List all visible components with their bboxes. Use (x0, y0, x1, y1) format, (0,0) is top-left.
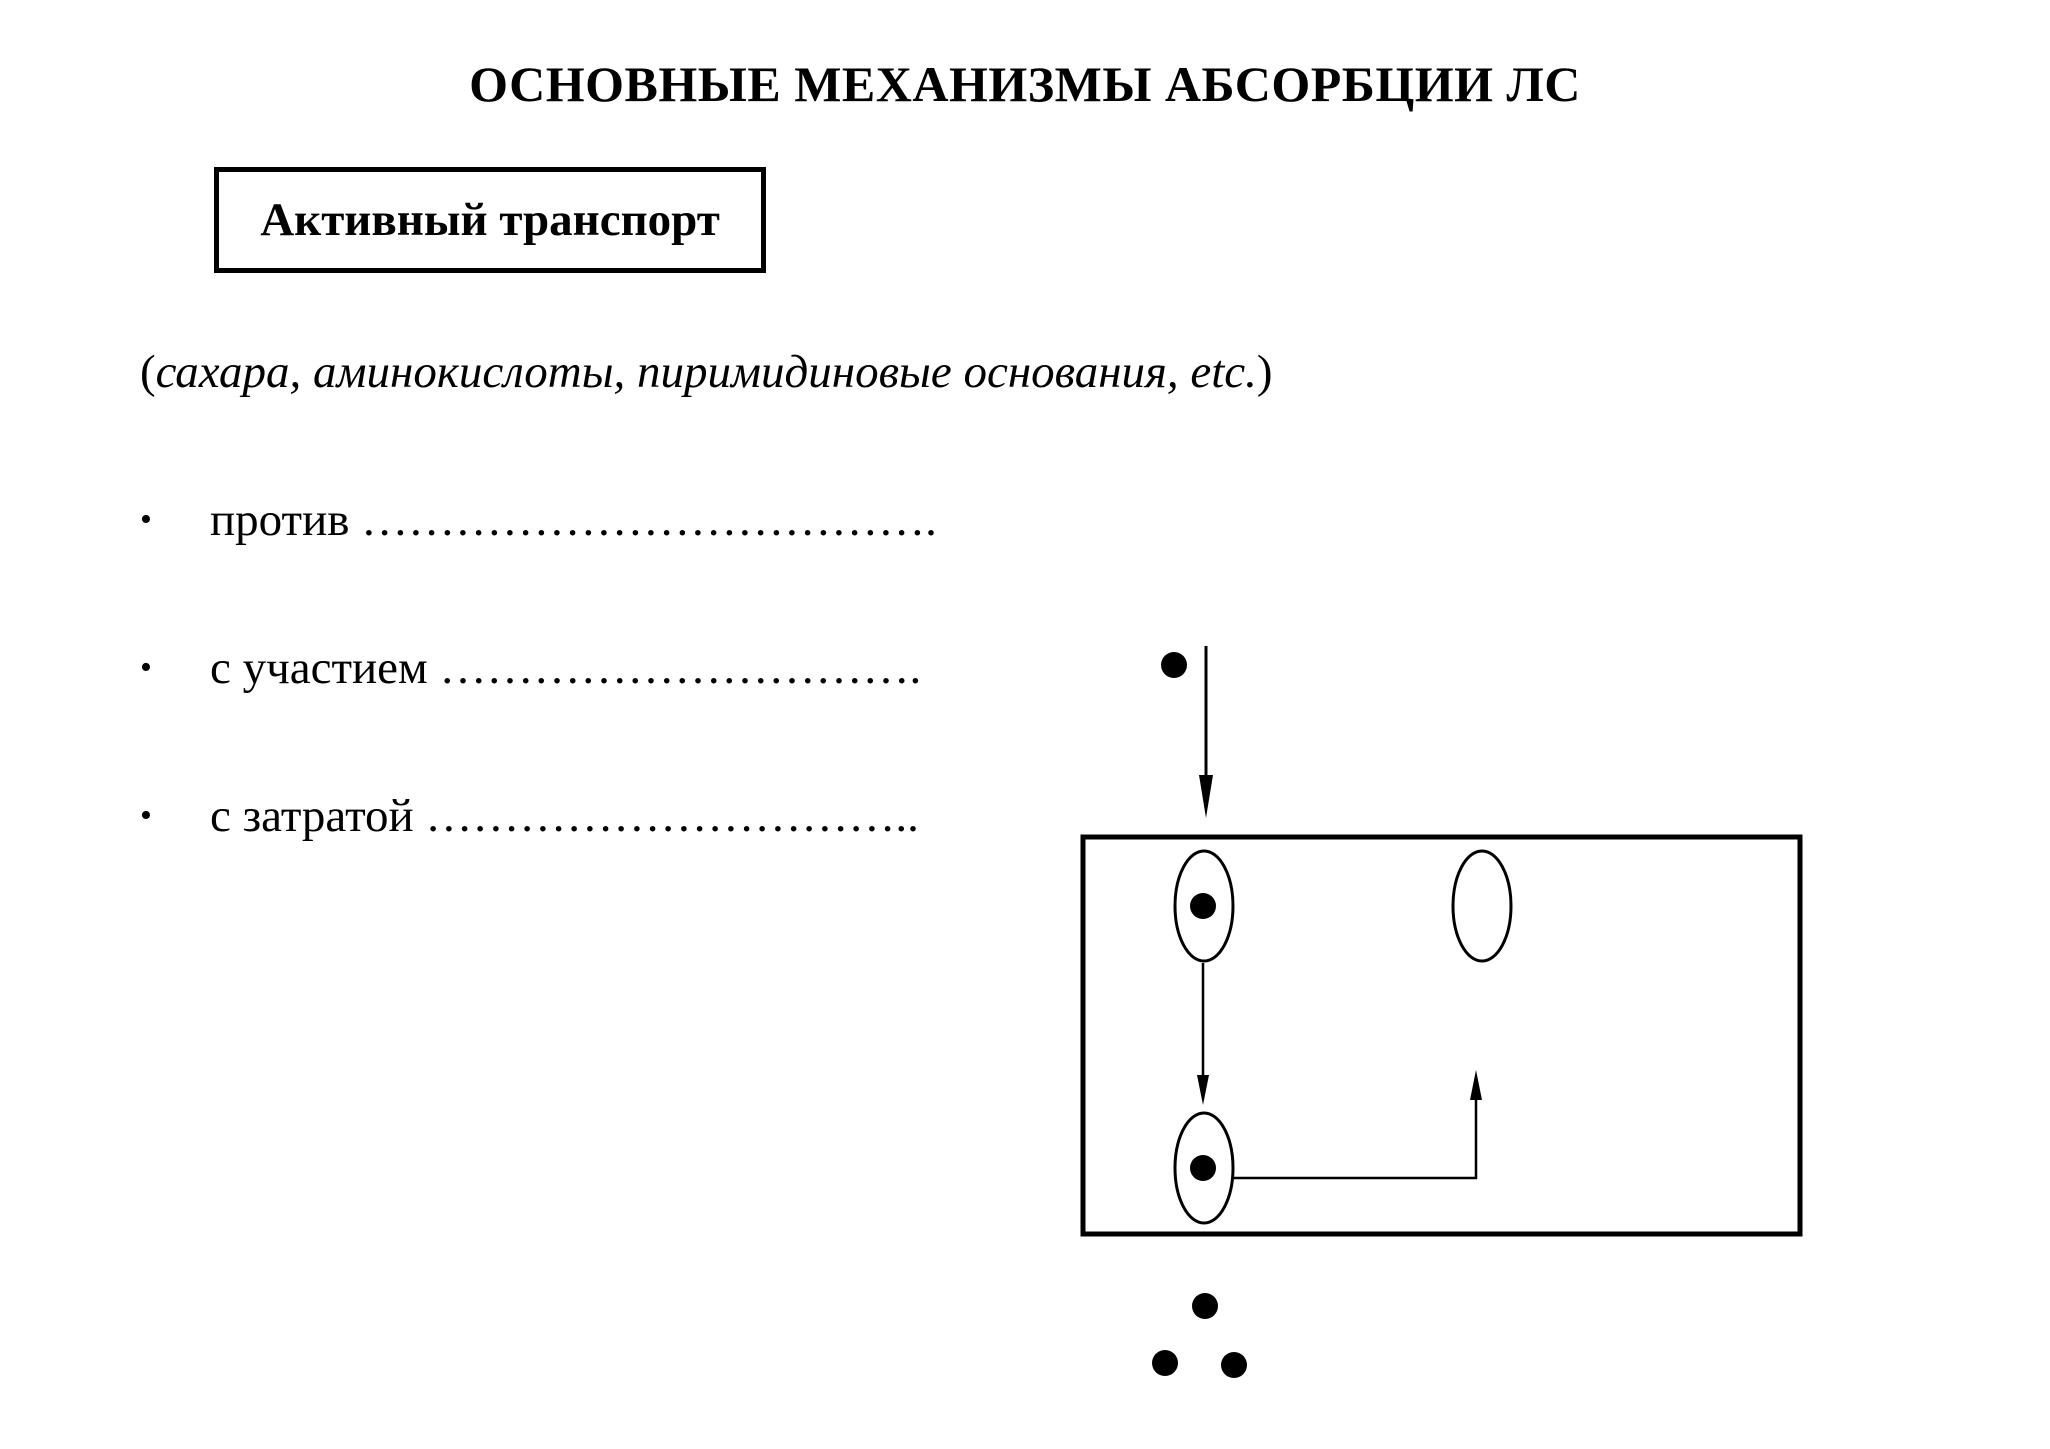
section-title-box: Активный транспорт (214, 167, 766, 273)
examples-text: сахара, аминокислоты, пиримидиновые осно… (155, 346, 1257, 398)
carrier-top-left (1173, 849, 1235, 963)
carrier-down-arrow-head (1197, 1075, 1209, 1105)
carrier-top-left-molecule-dot (1190, 893, 1216, 919)
bullet-text: с участием …………………………. (210, 642, 922, 694)
released-molecule-dot (1221, 1352, 1247, 1378)
bullet-marker: • (140, 649, 152, 686)
bullet-marker: • (140, 501, 152, 538)
examples-close-paren: ) (1256, 346, 1273, 398)
released-molecule-dot (1152, 1350, 1178, 1376)
carrier-bottom-left (1173, 1111, 1235, 1225)
incoming-molecule-dot (1161, 652, 1187, 678)
bullet-marker: • (140, 797, 152, 834)
incoming-arrow-head (1199, 775, 1213, 818)
bullet-text: с затратой ………………………….. (210, 790, 919, 842)
bullet-text: против ………………………………. (210, 494, 937, 546)
membrane-box (1080, 834, 1803, 1237)
carrier-bottom-left-molecule-dot (1190, 1155, 1216, 1181)
examples-open-paren: ( (140, 346, 156, 398)
carrier-return-arrow-head (1470, 1070, 1482, 1100)
page-title: ОСНОВНЫЕ МЕХАНИЗМЫ АБСОРБЦИИ ЛС (469, 56, 1581, 112)
examples-line: (сахара, аминокислоты, пиримидиновые осн… (140, 345, 1273, 399)
section-title: Активный транспорт (260, 194, 720, 246)
carrier-top-right-empty (1451, 849, 1513, 963)
released-molecule-dot (1192, 1293, 1218, 1319)
carrier-return-path (1233, 1085, 1478, 1180)
